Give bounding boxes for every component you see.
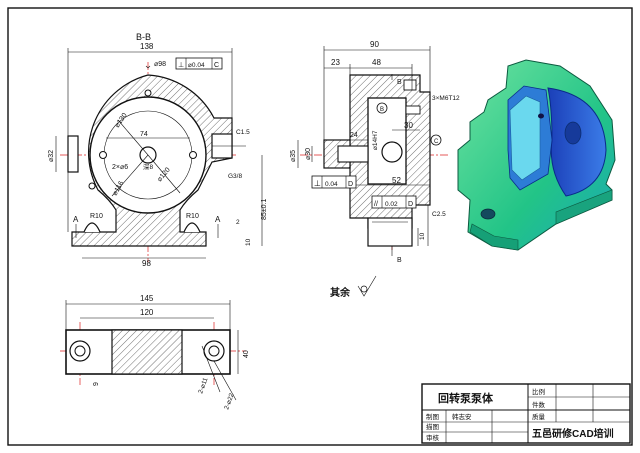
tol-datum-d2: D	[408, 201, 413, 208]
chamfer-c15: C1.5	[236, 129, 250, 136]
dim-2-d11: 2-⌀11	[197, 376, 209, 394]
front-section-view	[55, 48, 263, 262]
roughness-symbol	[357, 275, 377, 297]
view-a-right: A	[215, 215, 221, 224]
section-b-top: B	[397, 79, 402, 86]
part-name: 回转泵泵体	[438, 391, 494, 405]
side-section-view	[297, 46, 450, 256]
dim-r10-right: R10	[186, 213, 199, 220]
section-b-bottom: B	[397, 257, 402, 264]
dim-24: 24	[350, 132, 358, 139]
dim-10-side: 10	[419, 232, 426, 240]
dim-98: 98	[142, 259, 151, 268]
dim-2: 2	[236, 219, 240, 226]
perp-tolerance-frame: ⊥ ⌀0.04 C	[175, 57, 223, 70]
dim-2xd6: 2×⌀6	[112, 164, 128, 171]
dim-90: 90	[370, 40, 379, 49]
chamfer-c25: C2.5	[432, 211, 446, 218]
perp-symbol: ⊥	[178, 62, 184, 69]
thread-3xm6: 3×M6T12	[432, 95, 460, 102]
dim-23: 23	[331, 58, 340, 67]
dim-145: 145	[140, 294, 154, 303]
drawn-label: 制图	[426, 412, 439, 421]
tol-parallel: //	[374, 201, 378, 208]
tol-002: 0.02	[385, 201, 398, 208]
draft-label: 描图	[426, 422, 439, 431]
dim-74: 74	[140, 131, 148, 138]
datum-b-circle: B	[380, 107, 384, 113]
dim-depth: 深8	[143, 162, 154, 171]
dim-85: 85±0.1	[261, 199, 268, 220]
drawn-name: 韩志安	[452, 412, 472, 421]
dim-10-front: 10	[245, 238, 252, 246]
datum-c-circle: C	[434, 139, 439, 145]
dim-120: 120	[140, 308, 154, 317]
tol-perp-side: ⊥	[314, 179, 321, 188]
dim-40: 40	[243, 350, 250, 358]
dim-r10-left: R10	[90, 213, 103, 220]
tol-004-side: 0.04	[325, 181, 338, 188]
datum-c: C	[214, 62, 219, 69]
roughness-note: 其余	[330, 286, 351, 299]
dim-52: 52	[392, 176, 401, 185]
section-label: B-B	[136, 32, 151, 42]
dim-d32: ⌀32	[48, 150, 55, 162]
title-block	[421, 383, 631, 444]
dim-d14h7: ⌀14H7	[372, 130, 379, 150]
tol-datum-d: D	[348, 181, 353, 188]
view-a-left: A	[73, 215, 79, 224]
dim-d35: ⌀35	[290, 150, 297, 162]
dim-2-d22: 2-⌀22	[223, 392, 235, 411]
dim-30: 30	[404, 121, 413, 130]
sheet-border	[7, 7, 633, 446]
company-name: 五邑研修CAD培训	[532, 427, 614, 440]
thread-g38: G3/8	[228, 173, 242, 180]
dim-9: 9	[93, 382, 100, 386]
dim-d98: ⌀98	[154, 61, 166, 68]
dim-d30: ⌀30	[305, 148, 312, 160]
weight-label: 质量	[532, 412, 546, 421]
tol-004: ⌀0.04	[188, 62, 205, 69]
qty-label: 件数	[532, 400, 546, 409]
dim-48: 48	[372, 58, 381, 67]
check-label: 审核	[426, 433, 440, 442]
dim-138: 138	[140, 42, 154, 51]
isometric-3d-model	[457, 59, 616, 251]
bottom-view	[60, 300, 246, 401]
ratio-label: 比例	[532, 387, 545, 396]
